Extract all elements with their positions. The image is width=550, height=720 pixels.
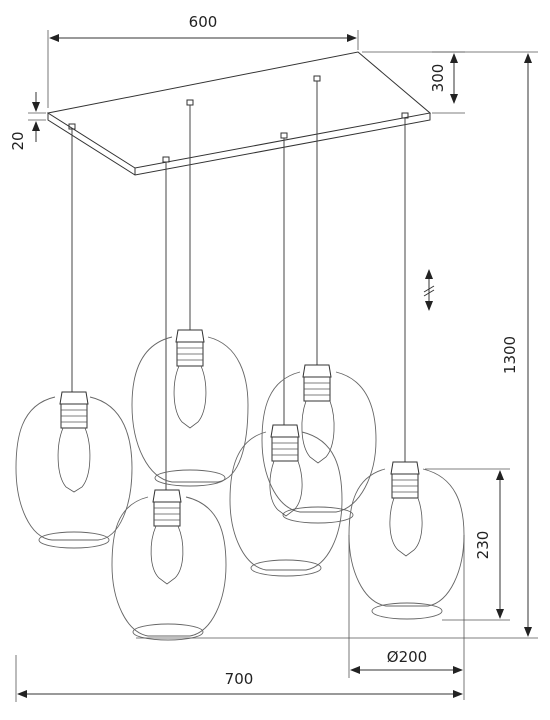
dim-total-height: 1300 (136, 51, 538, 639)
label-canopy-height: 20 (9, 131, 27, 150)
shade-front-right (348, 461, 465, 620)
dim-shade-height: 230 (425, 468, 510, 621)
shade-back-center (131, 329, 249, 487)
dim-canopy-depth: 300 (362, 51, 465, 114)
shade-back-right (261, 364, 377, 524)
shade-front-left (111, 489, 227, 641)
label-shade-height: 230 (474, 531, 492, 560)
cords (71, 81, 406, 490)
adjustable-length-icon (423, 269, 435, 311)
label-canopy-length: 600 (189, 13, 218, 31)
label-canopy-depth: 300 (429, 64, 447, 93)
shade-front-center (229, 424, 343, 577)
shade-left (15, 391, 133, 549)
dim-canopy-length: 600 (47, 13, 359, 108)
dim-total-width: 700 (15, 655, 463, 702)
canopy (46, 51, 432, 176)
label-total-width: 700 (225, 670, 254, 688)
label-total-height: 1300 (501, 336, 519, 374)
dim-canopy-height: 20 (9, 92, 46, 151)
dim-shade-diameter: Ø200 (348, 535, 465, 700)
label-shade-diameter: Ø200 (387, 648, 427, 666)
